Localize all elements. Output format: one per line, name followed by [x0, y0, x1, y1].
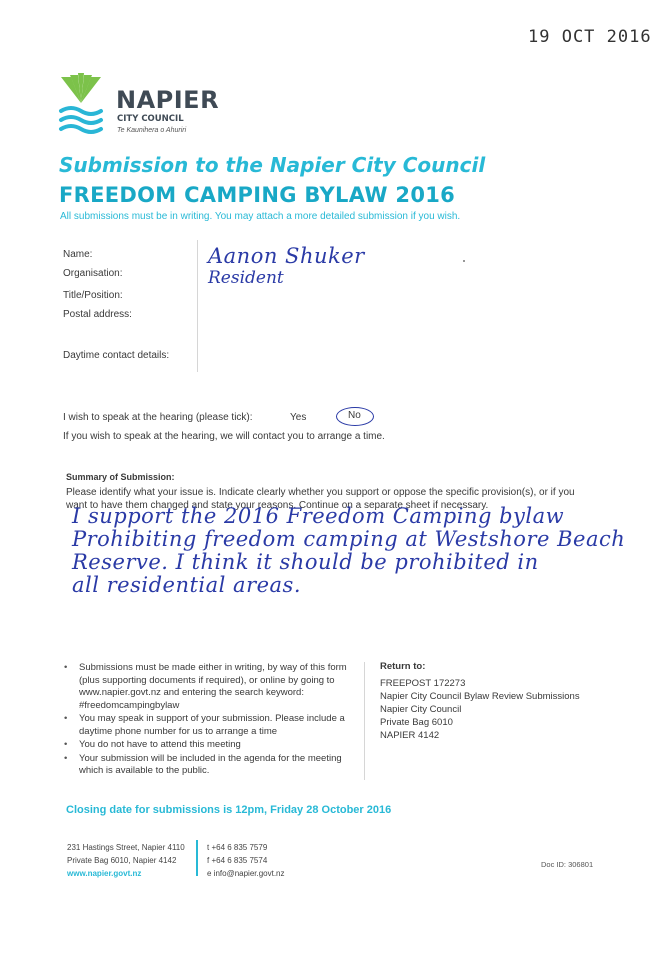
return-address: FREEPOST 172273 Napier City Council Byla…	[380, 677, 580, 742]
hearing-no-option[interactable]: No	[348, 410, 361, 421]
field-divider	[197, 240, 198, 372]
address-line: Private Bag 6010, Napier 4142	[67, 856, 177, 865]
return-divider	[364, 662, 365, 780]
waves-icon	[59, 106, 103, 134]
leaf-icon	[61, 73, 101, 103]
footer-contact: t +64 6 835 7579 f +64 6 835 7574 e info…	[207, 841, 285, 880]
postal-address-label: Postal address:	[63, 309, 132, 320]
no-selection-circle	[336, 407, 374, 426]
council-subtitle: CITY COUNCIL	[117, 114, 184, 124]
summary-heading: Summary of Submission:	[66, 472, 175, 482]
summary-text-area[interactable]: I support the 2016 Freedom Camping bylaw…	[72, 505, 656, 597]
form-subtitle: FREEDOM CAMPING BYLAW 2016	[59, 183, 456, 207]
form-title: Submission to the Napier City Council	[59, 153, 486, 177]
ink-dot	[463, 260, 465, 262]
napier-leaf-waves-logo	[59, 73, 103, 134]
email-link[interactable]: e info@napier.govt.nz	[207, 869, 285, 878]
return-line: Private Bag 6010	[380, 717, 453, 728]
title-position-label: Title/Position:	[63, 290, 123, 301]
footer-address: 231 Hastings Street, Napier 4110 Private…	[67, 841, 185, 880]
summary-line: I support the 2016 Freedom Camping bylaw	[72, 504, 565, 528]
return-line: Napier City Council Bylaw Review Submiss…	[380, 691, 580, 702]
received-date-stamp: 19 OCT 2016	[528, 27, 652, 47]
hearing-yes-option[interactable]: Yes	[290, 412, 307, 423]
name-field[interactable]: Aanon Shuker	[208, 244, 365, 268]
doc-id: Doc ID: 306801	[541, 860, 594, 869]
organisation-field[interactable]: Resident	[208, 268, 284, 288]
return-line: FREEPOST 172273	[380, 678, 466, 689]
fax-number: f +64 6 835 7574	[207, 856, 268, 865]
note-item: You may speak in support of your submiss…	[64, 713, 364, 738]
note-item: You do not have to attend this meeting	[64, 739, 364, 752]
footer-divider	[196, 840, 198, 876]
hearing-note: If you wish to speak at the hearing, we …	[63, 431, 385, 442]
submission-notes-list: Submissions must be made either in writi…	[64, 662, 364, 779]
note-item: Submissions must be made either in writi…	[64, 662, 364, 712]
name-label: Name:	[63, 249, 93, 260]
address-line: 231 Hastings Street, Napier 4110	[67, 843, 185, 852]
daytime-contact-label: Daytime contact details:	[63, 350, 170, 361]
note-item: Your submission will be included in the …	[64, 753, 364, 778]
council-name: NAPIER	[116, 86, 220, 114]
return-heading: Return to:	[380, 661, 426, 672]
council-tagline: Te Kaunihera o Ahuriri	[117, 127, 187, 134]
organisation-label: Organisation:	[63, 268, 123, 279]
form-intro: All submissions must be in writing. You …	[60, 211, 461, 222]
hearing-question: I wish to speak at the hearing (please t…	[63, 412, 253, 423]
phone-number: t +64 6 835 7579	[207, 843, 268, 852]
summary-line: Reserve. I think it should be prohibited…	[72, 550, 539, 574]
summary-line: Prohibiting freedom camping at Westshore…	[72, 527, 626, 551]
summary-line: all residential areas.	[72, 573, 302, 597]
return-line: Napier City Council	[380, 704, 462, 715]
closing-date: Closing date for submissions is 12pm, Fr…	[66, 804, 392, 816]
website-link[interactable]: www.napier.govt.nz	[67, 869, 142, 878]
return-line: NAPIER 4142	[380, 730, 440, 741]
summary-instructions: Please identify what your issue is. Indi…	[66, 487, 575, 511]
